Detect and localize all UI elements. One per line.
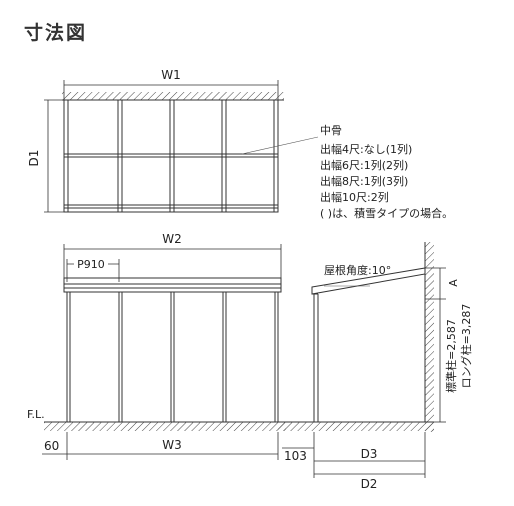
w3-label: W3 xyxy=(162,438,182,452)
notes-line: ( )は、積雪タイプの場合。 xyxy=(320,206,453,220)
plan-outer-frame xyxy=(63,99,279,213)
page-title: 寸法図 xyxy=(24,22,88,44)
w2-label: W2 xyxy=(162,232,182,246)
w1-label: W1 xyxy=(161,68,181,82)
d2-label: D2 xyxy=(361,477,378,491)
front-offset-label: 103 xyxy=(284,449,307,463)
fl-label: F.L. xyxy=(27,408,45,421)
notes-line: 出幅4尺:なし(1列) xyxy=(320,142,412,156)
notes-line: 出幅6尺:1列(2列) xyxy=(320,158,408,172)
front-ground-hatch xyxy=(44,422,286,431)
note-leader xyxy=(241,136,319,155)
roof-angle-label: 屋根角度:10° xyxy=(324,263,391,277)
front-elevation: W2 P910 F.L. 60 W3 xyxy=(27,232,286,460)
notes-block: 中骨 出幅4尺:なし(1列) 出幅6尺:1列(2列) 出幅8尺:1列(3列) 出… xyxy=(320,124,453,220)
side-elevation: 屋根角度:10° A 標準柱=2,587 ロング柱=3,287 103 D3 D… xyxy=(278,242,473,491)
plan-view: W1 D1 xyxy=(27,68,319,213)
notes-line: 出幅8尺:1列(3列) xyxy=(320,174,408,188)
side-ground-hatch xyxy=(278,422,434,431)
post-height-standard-label: 標準柱=2,587 xyxy=(444,319,458,393)
notes-line: 出幅10尺:2列 xyxy=(320,190,389,204)
plan-wall-hatch xyxy=(62,92,284,100)
front-roof-beam xyxy=(63,277,282,293)
side-roof xyxy=(311,267,426,295)
p910-label: P910 xyxy=(77,258,105,271)
notes-heading: 中骨 xyxy=(320,124,342,137)
side-wall-hatch xyxy=(425,242,434,432)
post-height-long-label: ロング柱=3,287 xyxy=(459,304,473,389)
a-label: A xyxy=(447,279,460,287)
d3-label: D3 xyxy=(361,447,378,461)
d1-label: D1 xyxy=(27,150,41,167)
left-offset-label: 60 xyxy=(44,439,59,453)
